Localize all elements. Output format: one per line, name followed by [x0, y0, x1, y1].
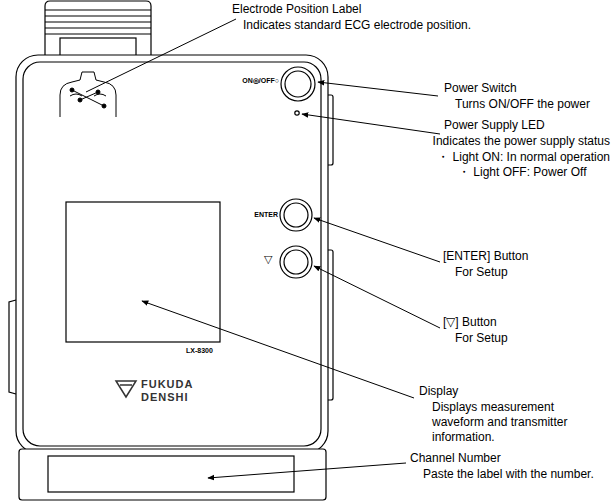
logo-text: FUKUDA — [141, 377, 193, 392]
power-button — [281, 67, 315, 101]
leader-line — [318, 82, 438, 96]
callout-text: For Setup — [455, 265, 508, 280]
channel-tray — [19, 449, 326, 500]
leader-line — [208, 463, 406, 478]
enter-button-cap — [284, 203, 308, 227]
callout-text: Paste the label with the number. — [423, 467, 598, 482]
leader-line — [86, 19, 236, 92]
electrode-dot — [70, 88, 74, 92]
clip-ridge — [45, 27, 151, 28]
callout-text: Indicates the power supply status — [433, 134, 610, 149]
enter-button — [280, 199, 312, 231]
housing-body — [16, 55, 328, 453]
electrode-dot — [96, 90, 100, 94]
callout-title: Channel Number — [410, 451, 501, 466]
callout-text: Turns ON/OFF the power — [455, 97, 590, 112]
callout-text: Displays measurement waveform and transm… — [432, 400, 572, 445]
clip-ridge — [45, 21, 151, 22]
electrode-dot — [78, 98, 82, 102]
down-button — [280, 246, 312, 278]
housing-inner — [23, 62, 321, 446]
electrode-dot — [102, 104, 106, 108]
panel-marking: ENTER — [238, 210, 278, 219]
electrode-position-label — [60, 72, 116, 117]
belt-clip — [45, 1, 151, 58]
housing — [9, 1, 333, 500]
leader-line — [142, 301, 414, 398]
callout-title: [ENTER] Button — [443, 249, 528, 264]
clip-ridge — [45, 9, 151, 10]
leader-line — [314, 266, 440, 328]
electrode-lead — [80, 92, 98, 100]
clip-base — [60, 38, 136, 56]
logo-mark — [116, 381, 136, 397]
panel-marking: ON◎/OFF○ — [209, 76, 279, 85]
side-clip — [9, 300, 16, 394]
down-button-cap — [284, 250, 308, 274]
logo-text: DENSHI — [141, 390, 189, 405]
power-button-cap — [285, 71, 311, 97]
callout-title: Power Switch — [444, 81, 517, 96]
electrode-lead — [72, 90, 104, 106]
power-led — [295, 111, 299, 115]
callout-title: Power Supply LED — [444, 118, 545, 133]
clip-ridge — [45, 33, 151, 34]
leader-line — [302, 114, 440, 134]
callout-text: For Setup — [455, 331, 508, 346]
callout-text: Indicates standard ECG electrode positio… — [243, 18, 471, 33]
clip-ridge — [45, 15, 151, 16]
callout-title: Electrode Position Label — [232, 2, 361, 17]
callout-title: Display — [419, 384, 458, 399]
leader-line — [314, 218, 440, 262]
torso-outline — [60, 72, 116, 117]
panel-marking: ▽ — [264, 252, 278, 267]
callout-title: [▽] Button — [443, 315, 497, 330]
leader-lines — [86, 19, 440, 478]
model-name: LX-8300 — [186, 346, 213, 355]
torso-chest — [70, 94, 106, 96]
callout-text: ・ Light OFF: Power Off — [458, 165, 586, 180]
callout-text: ・ Light ON: In normal operation — [437, 150, 610, 165]
